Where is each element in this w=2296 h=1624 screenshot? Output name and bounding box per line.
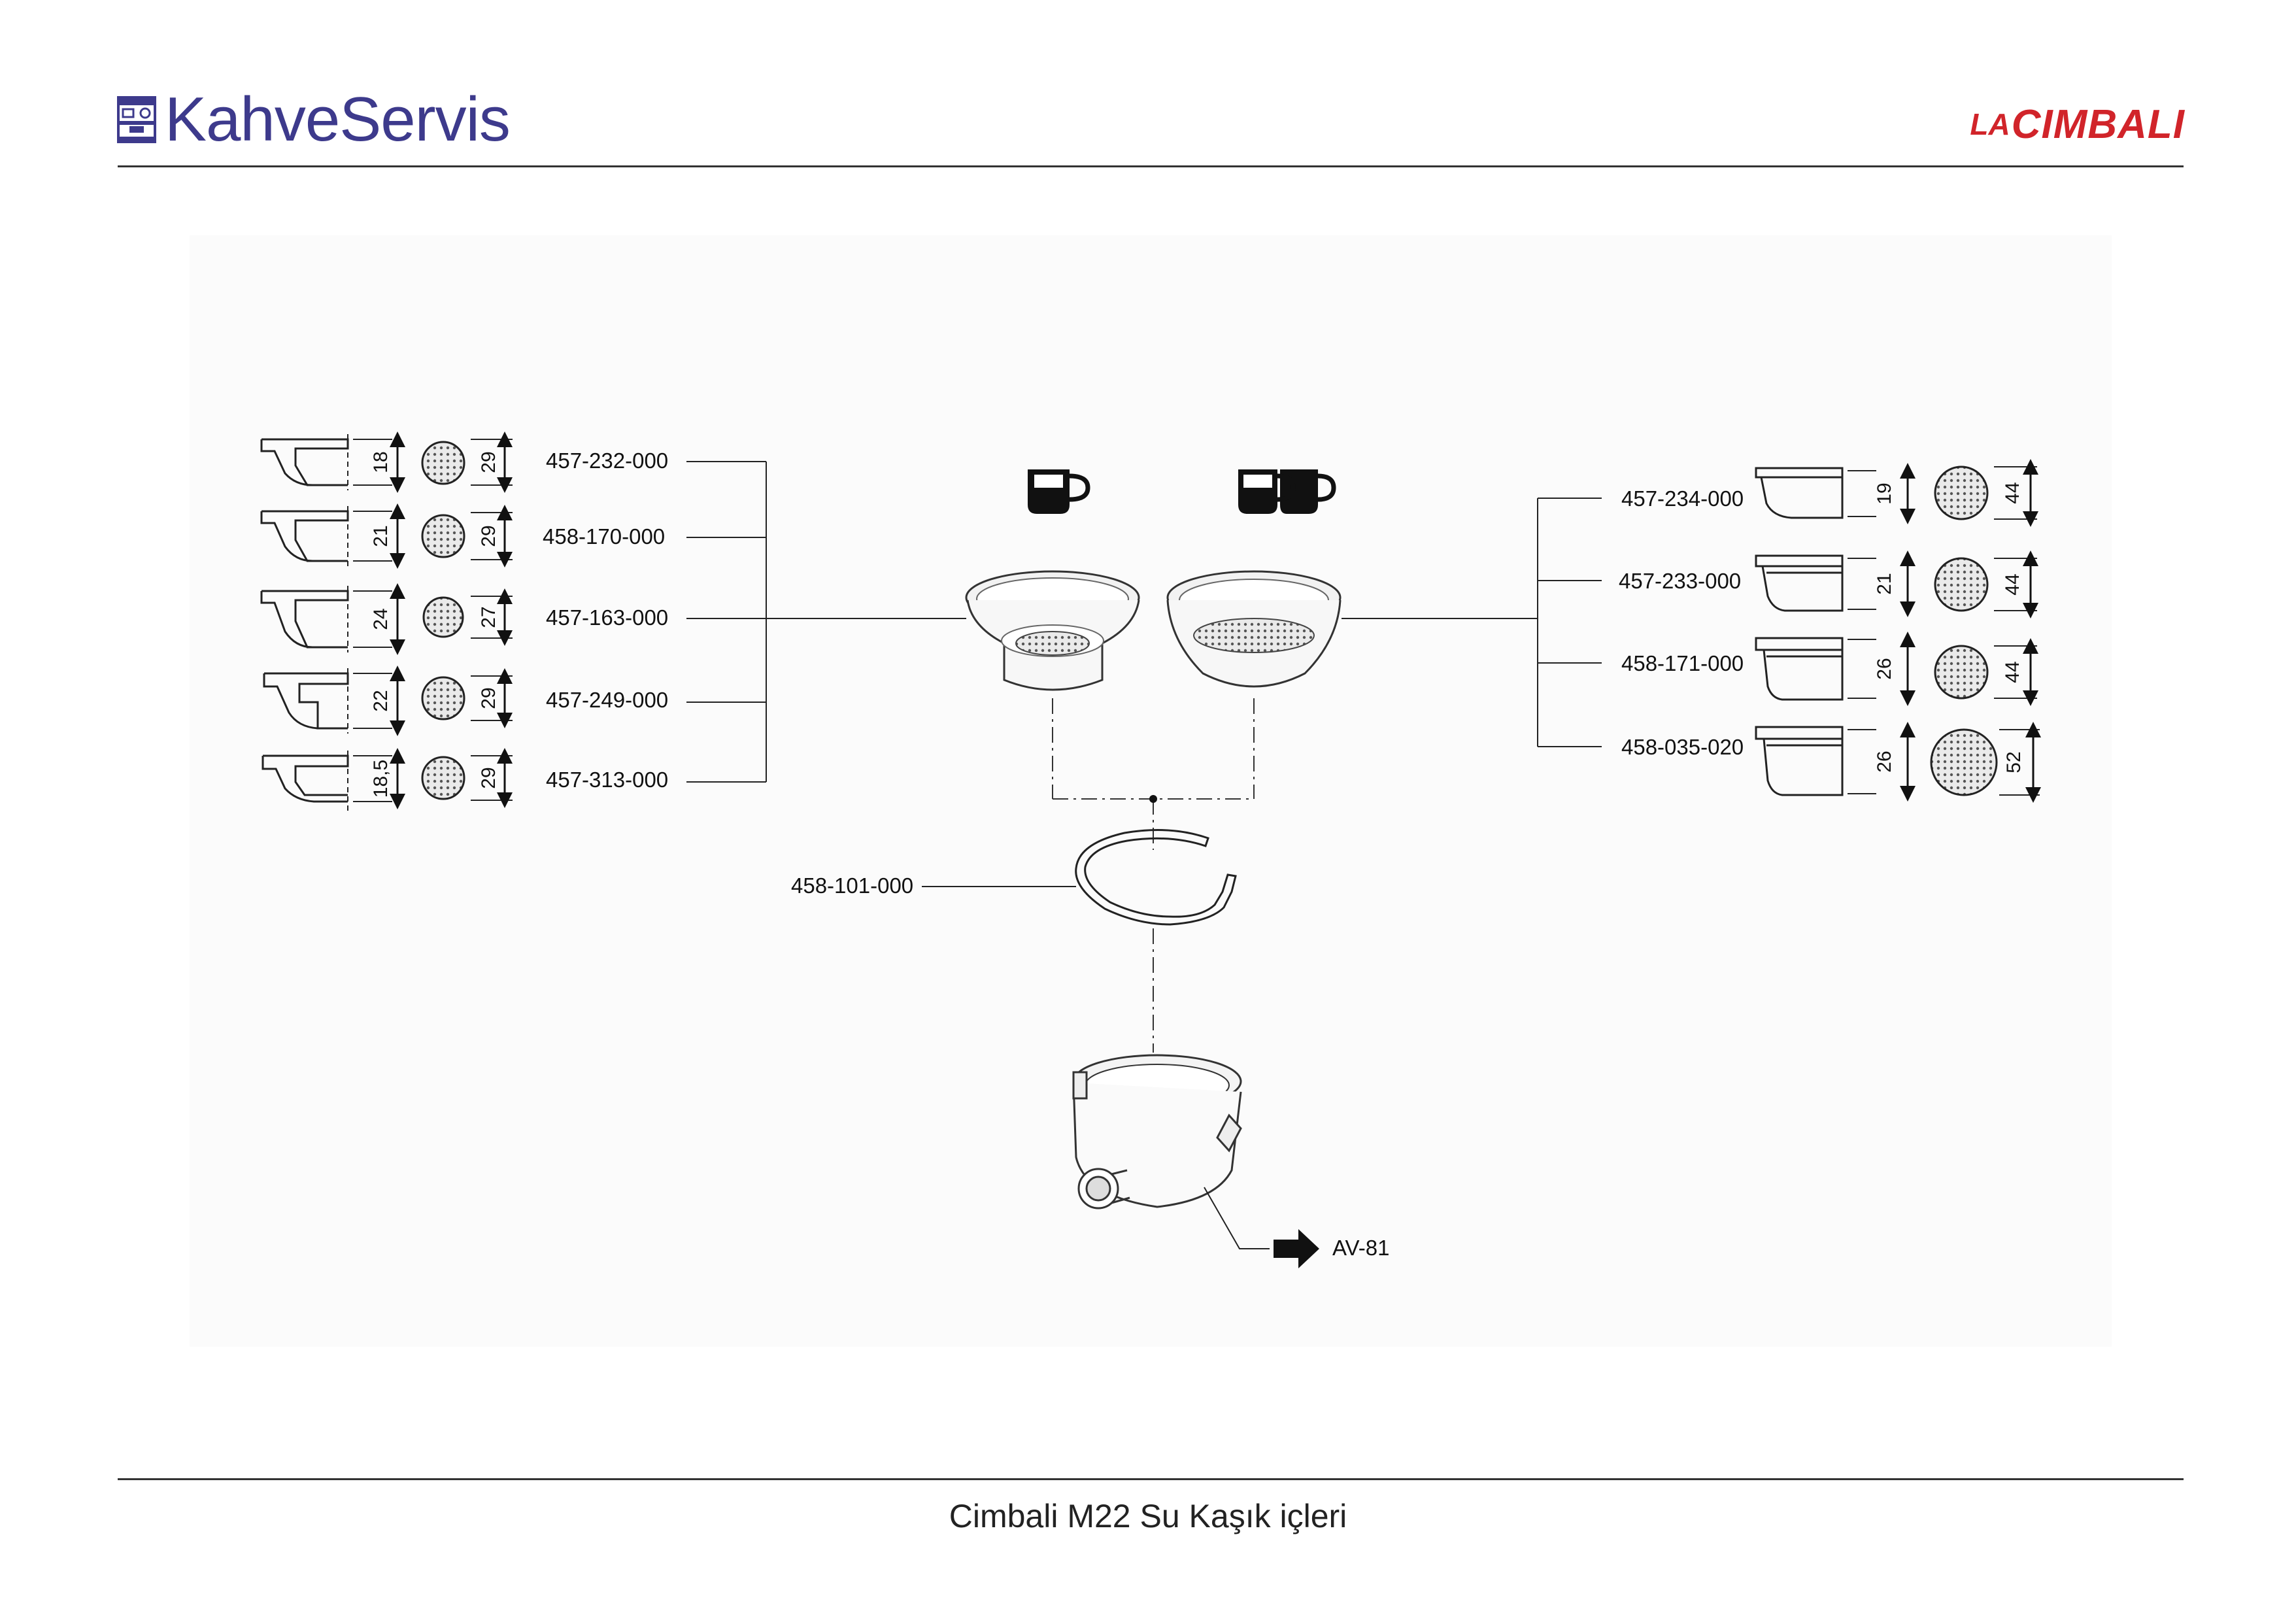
right-basket-row: 458-171-000 26 44 xyxy=(1538,632,2038,706)
footer-caption: Cimbali M22 Su Kaşık içleri xyxy=(949,1498,1347,1534)
left-basket-row: 18 29 457-232-000 xyxy=(260,431,766,493)
filter-disc xyxy=(421,676,465,720)
group-ref: AV-81 xyxy=(1332,1236,1389,1260)
right-basket-row: 457-233-000 21 44 xyxy=(1538,550,2038,618)
filter-disc xyxy=(1934,645,1989,700)
single-filter-basket xyxy=(965,570,1140,691)
part-number: 457-234-000 xyxy=(1621,486,1744,511)
left-basket-column: 18 29 457-232-000 21 29 458-170-000 xyxy=(260,431,966,811)
basket-height: 18 xyxy=(370,451,392,473)
brand: KahveServis xyxy=(116,84,511,156)
group-head xyxy=(1072,1054,1242,1210)
basket-profile xyxy=(1755,554,1844,612)
basket-profile xyxy=(260,438,349,486)
basket-profile xyxy=(1755,637,1844,701)
filter-disc xyxy=(1934,557,1989,612)
basket-profile xyxy=(262,754,349,803)
basket-profile xyxy=(260,510,349,562)
filter-disc xyxy=(421,514,465,558)
disc-diameter: 27 xyxy=(478,606,499,628)
right-basket-column: 457-234-000 19 44 457-233-000 21 44 xyxy=(1538,459,2041,803)
basket-height: 21 xyxy=(370,525,392,547)
basket-profile xyxy=(1755,467,1844,519)
disc-diameter: 44 xyxy=(2002,482,2023,503)
left-basket-row: 22 29 457-249-000 xyxy=(263,666,766,736)
left-basket-row: 24 27 457-163-000 xyxy=(260,583,766,655)
disc-diameter: 29 xyxy=(478,525,499,547)
double-filter-basket xyxy=(1166,570,1342,688)
basket-height: 24 xyxy=(370,608,392,630)
cimbali-logo: LA CIMBALI xyxy=(1970,98,2185,150)
header-divider xyxy=(118,165,2184,167)
part-number: 457-163-000 xyxy=(546,605,668,630)
footer-divider xyxy=(118,1478,2184,1480)
espresso-machine-icon xyxy=(117,96,156,143)
disc-diameter: 29 xyxy=(478,451,499,473)
gasket-ring xyxy=(1075,829,1237,926)
logo-prefix: LA xyxy=(1970,107,2010,141)
group-leader xyxy=(1204,1187,1270,1249)
part-number: 457-249-000 xyxy=(546,688,668,712)
basket-height: 26 xyxy=(1874,751,1895,772)
double-cup-icon xyxy=(1238,469,1336,514)
assembly-centerlines xyxy=(1052,698,1255,1053)
disc-diameter: 29 xyxy=(478,767,499,788)
basket-height: 19 xyxy=(1874,482,1895,504)
basket-profile xyxy=(263,672,349,730)
part-number: 457-233-000 xyxy=(1619,569,1741,593)
part-number: 458-170-000 xyxy=(543,524,665,549)
left-basket-row: 18,5 29 457-313-000 xyxy=(262,748,766,811)
right-basket-row: 458-035-020 26 52 xyxy=(1538,722,2041,803)
gasket-part-number: 458-101-000 xyxy=(791,873,913,898)
arrow-right-icon xyxy=(1274,1229,1319,1268)
filter-disc xyxy=(422,596,464,638)
filter-disc xyxy=(421,441,465,485)
disc-diameter: 44 xyxy=(2002,573,2023,595)
part-number: 458-035-020 xyxy=(1621,735,1744,759)
left-basket-row: 21 29 458-170-000 xyxy=(260,503,766,569)
logo-name: CIMBALI xyxy=(2011,101,2185,147)
brand-name: KahveServis xyxy=(165,84,511,154)
axis-point xyxy=(1149,795,1157,803)
disc-diameter: 44 xyxy=(2002,661,2023,683)
disc-diameter: 29 xyxy=(478,687,499,709)
filter-disc xyxy=(1934,465,1989,520)
part-number: 457-232-000 xyxy=(546,448,668,473)
right-basket-row: 457-234-000 19 44 xyxy=(1538,459,2038,527)
part-number: 457-313-000 xyxy=(546,768,668,792)
single-cup-icon xyxy=(1028,469,1090,514)
basket-profile xyxy=(260,590,349,649)
basket-height: 18,5 xyxy=(370,760,392,798)
basket-height: 22 xyxy=(370,690,392,711)
basket-height: 21 xyxy=(1874,573,1895,594)
disc-diameter: 52 xyxy=(2003,751,2025,773)
part-number: 458-171-000 xyxy=(1621,651,1744,675)
basket-profile xyxy=(1755,726,1844,796)
filter-disc xyxy=(1930,728,1998,796)
filter-disc xyxy=(421,756,465,800)
basket-height: 26 xyxy=(1874,658,1895,679)
